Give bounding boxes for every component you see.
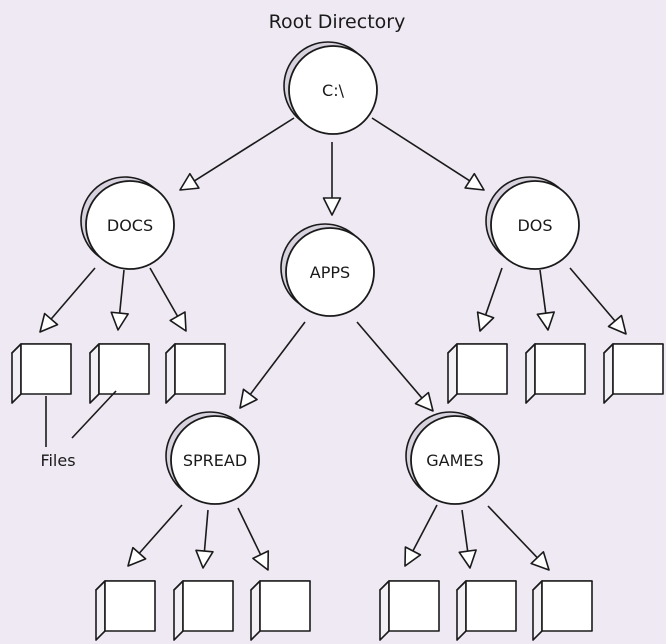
- arrow-dos-file-1: [476, 267, 503, 332]
- arrow-games-file-1: [404, 504, 438, 567]
- arrow-spread-file-1: [127, 504, 183, 567]
- arrow-dos-file-2: [536, 269, 555, 331]
- arrow-docs-file-2: [110, 269, 129, 331]
- file-icon-1: [11, 343, 72, 404]
- arrow-games-file-3: [487, 505, 550, 571]
- file-icon-8: [173, 580, 234, 641]
- node-apps: APPS: [280, 223, 375, 317]
- node-root: C:\: [283, 41, 378, 135]
- node-spread: SPREAD: [165, 411, 260, 505]
- node-games-label: GAMES: [426, 451, 483, 470]
- files-callout-line-2: [71, 390, 117, 439]
- files-label: Files: [40, 451, 75, 470]
- arrow-spread-file-2: [195, 509, 214, 569]
- file-icon-9: [250, 580, 311, 641]
- node-apps-label: APPS: [310, 263, 350, 282]
- arrow-dos-file-3: [569, 267, 627, 335]
- root-directory-title: Root Directory: [269, 11, 406, 33]
- node-root-label: C:\: [322, 81, 345, 100]
- file-icon-3: [165, 343, 226, 404]
- arrow-docs-file-3: [149, 267, 187, 332]
- directory-nodes: C:\ DOCS APPS DOS SPREAD GAMES: [80, 41, 580, 505]
- file-icons: [11, 343, 664, 641]
- node-dos: DOS: [485, 176, 580, 270]
- arrow-docs-file-1: [39, 267, 96, 333]
- files-callout: Files: [40, 390, 117, 470]
- file-icon-7: [95, 580, 156, 641]
- node-dos-label: DOS: [517, 216, 552, 235]
- tree-edges: [39, 117, 627, 571]
- file-icon-6: [603, 343, 664, 404]
- file-icon-4: [447, 343, 508, 404]
- arrow-apps-spread: [239, 321, 306, 409]
- file-icon-10: [379, 580, 440, 641]
- arrow-spread-file-3: [237, 507, 270, 571]
- node-docs: DOCS: [80, 176, 175, 270]
- file-icon-12: [532, 580, 593, 641]
- node-docs-label: DOCS: [107, 216, 153, 235]
- arrow-root-docs: [179, 117, 295, 191]
- file-icon-2: [89, 343, 150, 404]
- node-spread-label: SPREAD: [183, 451, 247, 470]
- file-icon-5: [525, 343, 586, 404]
- node-games: GAMES: [405, 411, 500, 505]
- file-icon-11: [456, 580, 517, 641]
- arrow-apps-games: [356, 321, 434, 412]
- arrow-root-apps: [322, 142, 342, 216]
- arrow-games-file-2: [458, 509, 477, 569]
- arrow-root-dos: [371, 117, 485, 191]
